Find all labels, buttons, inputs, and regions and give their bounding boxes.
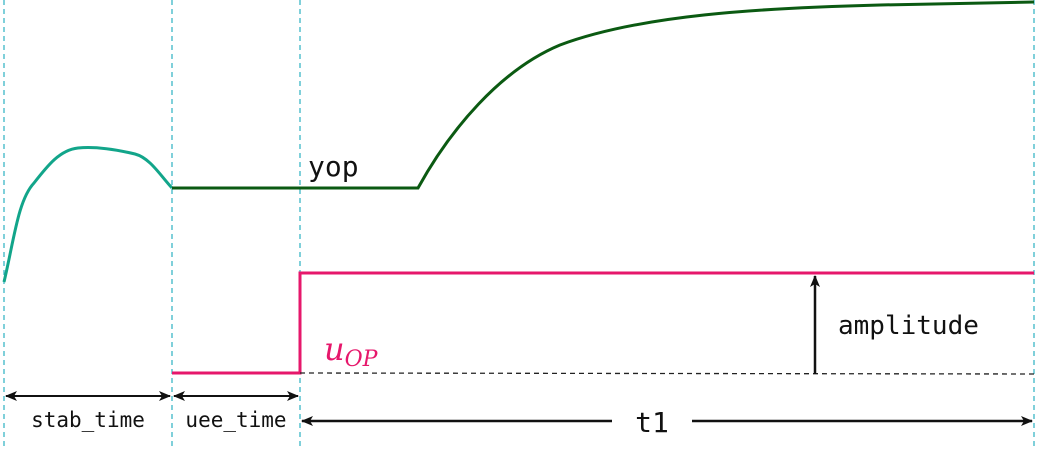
output-signal-label: yop: [308, 150, 359, 183]
input-baseline: [299, 372, 1035, 375]
stab-time-label: stab_time: [31, 408, 145, 432]
input-signal-label: uOP: [324, 330, 379, 372]
amplitude-label: amplitude: [838, 311, 979, 341]
t1-label: t1: [635, 406, 669, 439]
input-signal-subscript: OP: [345, 347, 379, 372]
stabilization-curve: [2, 146, 174, 283]
phase-dividers: [3, 0, 1035, 449]
uee-time-label: uee_time: [185, 408, 286, 432]
output-curve-yop: [172, 0, 1035, 190]
input-curve-uop: [172, 271, 1034, 375]
input-signal-base: u: [324, 330, 345, 368]
